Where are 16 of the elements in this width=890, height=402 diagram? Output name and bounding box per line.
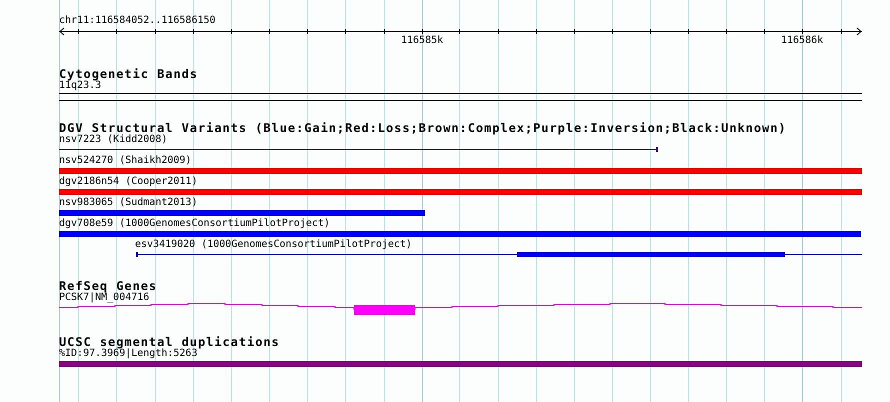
gene-label: PCSK7|NM_004716 xyxy=(59,292,150,304)
coordinate-range: chr11:116584052..116586150 xyxy=(59,15,216,27)
tick-label: 116585k xyxy=(401,35,444,47)
tick-label: 116586k xyxy=(781,35,824,47)
feature-label: nsv983065 (Sudmant2013) xyxy=(59,197,198,209)
feature-label: esv3419020 (1000GenomesConsortiumPilotProject) xyxy=(135,239,412,251)
feature-label: nsv7223 (Kidd2008) xyxy=(59,134,168,146)
feature-label: %ID:97.3969|Length:5263 xyxy=(59,348,198,360)
track-title: Cytogenetic Bands xyxy=(59,67,198,81)
track-title: RefSeq Genes xyxy=(59,279,158,293)
feature-label: dgv2186n54 (Cooper2011) xyxy=(59,176,198,188)
feature-label: dgv708e59 (1000GenomesConsortiumPilotProject) xyxy=(59,218,330,230)
band-name: 11q23.3 xyxy=(59,80,102,92)
feature-label: nsv524270 (Shaikh2009) xyxy=(59,155,192,167)
track-title: DGV Structural Variants (Blue:Gain;Red:Loss;Brown:Complex;Purple:Inversion;Black:Unknown) xyxy=(59,121,787,135)
track-title: UCSC segmental duplications xyxy=(59,335,280,349)
